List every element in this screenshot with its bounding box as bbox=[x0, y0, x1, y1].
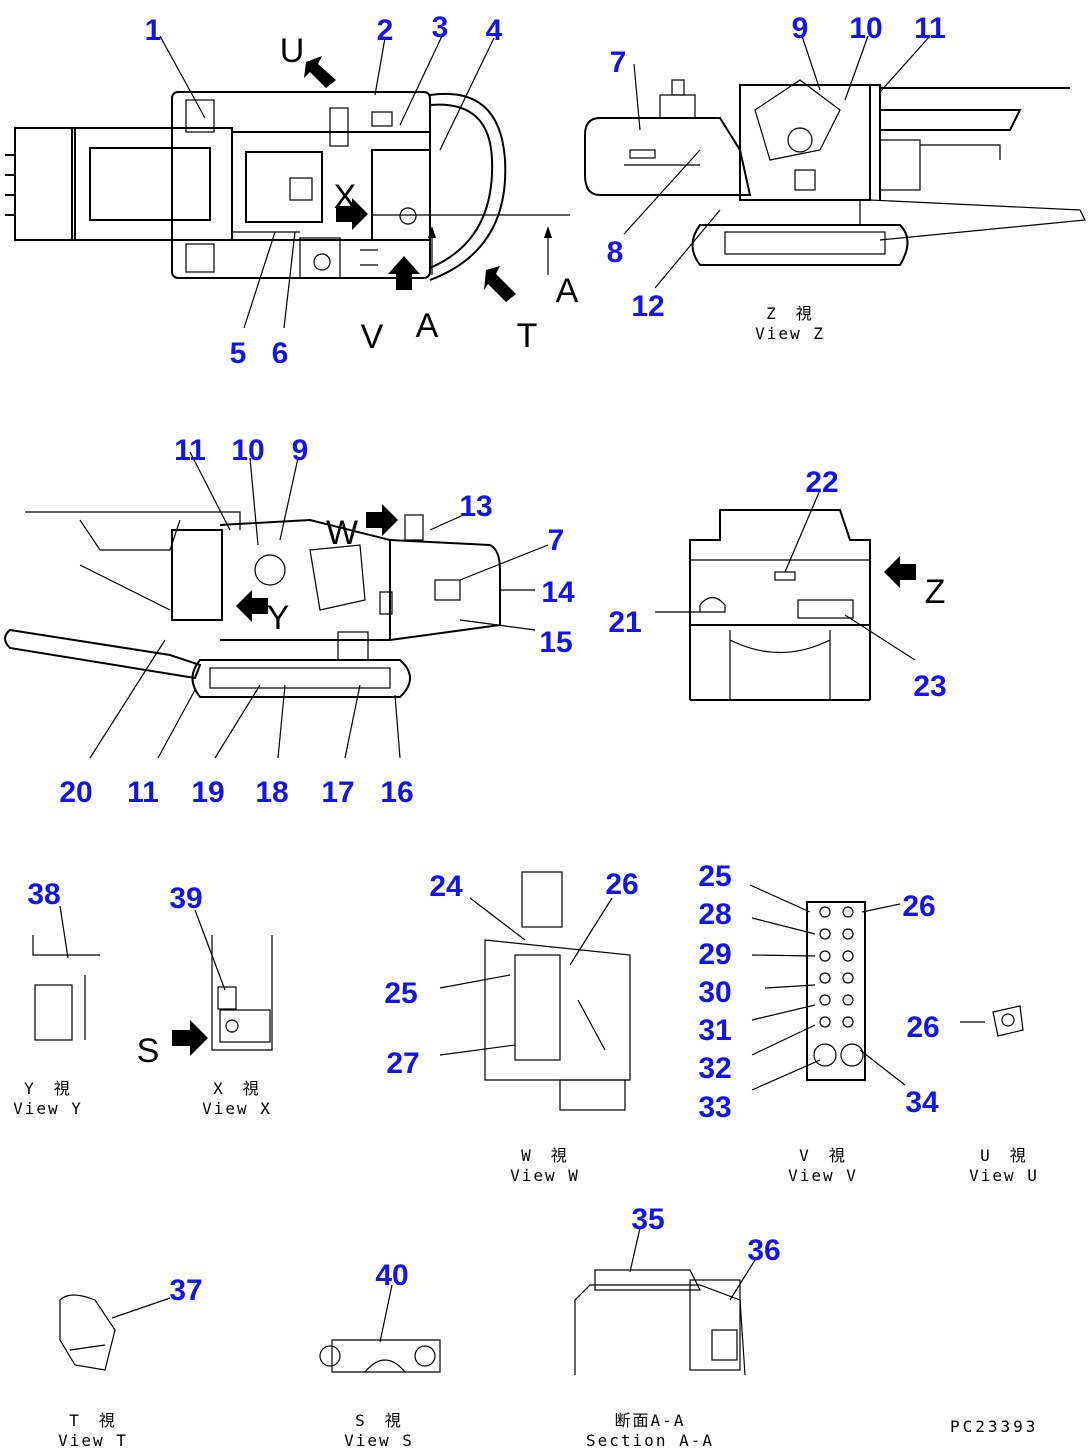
view-label: View Y bbox=[13, 1099, 83, 1118]
callout-13: 13 bbox=[459, 490, 492, 523]
callout-9: 9 bbox=[792, 12, 809, 45]
callout-39: 39 bbox=[169, 882, 202, 915]
view-label: X 視 bbox=[213, 1079, 261, 1098]
callout-5: 5 bbox=[230, 337, 247, 370]
view-letter-a: A bbox=[416, 307, 439, 345]
callout-18: 18 bbox=[255, 776, 288, 809]
callout-8: 8 bbox=[607, 236, 624, 269]
view-label: View X bbox=[202, 1099, 272, 1118]
view-label: View T bbox=[58, 1431, 128, 1449]
callout-40: 40 bbox=[375, 1259, 408, 1292]
callout-25: 25 bbox=[698, 860, 731, 893]
callout-10: 10 bbox=[849, 12, 882, 45]
drawing-code: PC23393 bbox=[950, 1417, 1038, 1436]
view-label: Y 視 bbox=[24, 1079, 72, 1098]
callout-11: 11 bbox=[174, 434, 206, 467]
callout-2: 2 bbox=[377, 14, 394, 47]
callout-15: 15 bbox=[539, 626, 572, 659]
callout-27: 27 bbox=[386, 1047, 419, 1080]
view-letter-x: X bbox=[334, 178, 357, 216]
callout-14: 14 bbox=[541, 576, 575, 609]
view-letter-v: V bbox=[361, 318, 384, 356]
callout-26: 26 bbox=[906, 1011, 939, 1044]
callout-10: 10 bbox=[231, 434, 264, 467]
callout-11: 11 bbox=[914, 12, 946, 45]
callout-32: 32 bbox=[698, 1052, 731, 1085]
view-letter-z: Z bbox=[925, 573, 946, 611]
callout-1: 1 bbox=[145, 14, 162, 47]
view-y-drawing bbox=[32, 905, 100, 1041]
callout-21: 21 bbox=[608, 606, 641, 639]
view-letter-t: T bbox=[517, 317, 538, 355]
view-letter-y: Y bbox=[267, 599, 290, 637]
view-letter-u: U bbox=[280, 32, 305, 70]
callout-33: 33 bbox=[698, 1091, 731, 1124]
view-letter-w: W bbox=[326, 514, 358, 552]
callout-9: 9 bbox=[292, 434, 309, 467]
callout-19: 19 bbox=[191, 776, 224, 809]
view-label: W 視 bbox=[521, 1146, 569, 1165]
callout-26: 26 bbox=[605, 868, 638, 901]
callout-20: 20 bbox=[59, 776, 92, 809]
switch-grid bbox=[813, 906, 864, 1067]
callout-23: 23 bbox=[913, 670, 946, 703]
callout-31: 31 bbox=[698, 1014, 731, 1047]
callout-35: 35 bbox=[631, 1203, 664, 1236]
view-letter-s: S bbox=[137, 1032, 160, 1070]
view-label: V 視 bbox=[799, 1146, 847, 1165]
callout-26: 26 bbox=[902, 890, 935, 923]
section-aa-drawing bbox=[574, 1227, 756, 1376]
view-letter-a: A bbox=[556, 272, 579, 310]
callout-24: 24 bbox=[429, 870, 463, 903]
callout-6: 6 bbox=[272, 337, 289, 370]
callout-3: 3 bbox=[432, 11, 449, 44]
callout-7: 7 bbox=[610, 46, 627, 79]
view-label: T 視 bbox=[69, 1411, 117, 1430]
callout-34: 34 bbox=[905, 1086, 939, 1119]
view-label: View S bbox=[344, 1431, 414, 1449]
callout-37: 37 bbox=[169, 1274, 202, 1307]
view-label: U 視 bbox=[980, 1146, 1028, 1165]
callout-4: 4 bbox=[486, 14, 503, 47]
callout-36: 36 bbox=[747, 1234, 780, 1267]
callout-28: 28 bbox=[698, 898, 731, 931]
view-label: View W bbox=[510, 1166, 580, 1185]
rear-view-drawing bbox=[655, 489, 916, 701]
view-label: S 視 bbox=[355, 1411, 403, 1430]
callout-12: 12 bbox=[631, 290, 664, 323]
view-x-drawing bbox=[172, 909, 273, 1056]
view-s-drawing bbox=[319, 1284, 441, 1373]
view-label: View V bbox=[788, 1166, 858, 1185]
view-t-drawing bbox=[59, 1294, 171, 1371]
callout-22: 22 bbox=[805, 466, 838, 499]
view-z-drawing bbox=[584, 35, 1086, 289]
callout-29: 29 bbox=[698, 938, 731, 971]
callout-11: 11 bbox=[127, 776, 159, 809]
view-label: 断面A-A bbox=[615, 1411, 686, 1430]
callout-30: 30 bbox=[698, 976, 731, 1009]
callout-7: 7 bbox=[548, 524, 565, 557]
view-label: Z 視 bbox=[766, 304, 814, 323]
view-w-drawing bbox=[439, 871, 631, 1111]
callout-16: 16 bbox=[380, 776, 413, 809]
view-label: View Z bbox=[755, 324, 825, 343]
view-label: View U bbox=[969, 1166, 1039, 1185]
callout-38: 38 bbox=[27, 878, 60, 911]
plan-view bbox=[5, 35, 570, 329]
callout-25: 25 bbox=[384, 977, 417, 1010]
view-label: Section A-A bbox=[586, 1431, 714, 1449]
view-u-drawing bbox=[960, 1005, 1024, 1037]
side-view-drawing bbox=[4, 451, 549, 759]
callout-17: 17 bbox=[321, 776, 354, 809]
view-v-drawing bbox=[749, 884, 906, 1091]
